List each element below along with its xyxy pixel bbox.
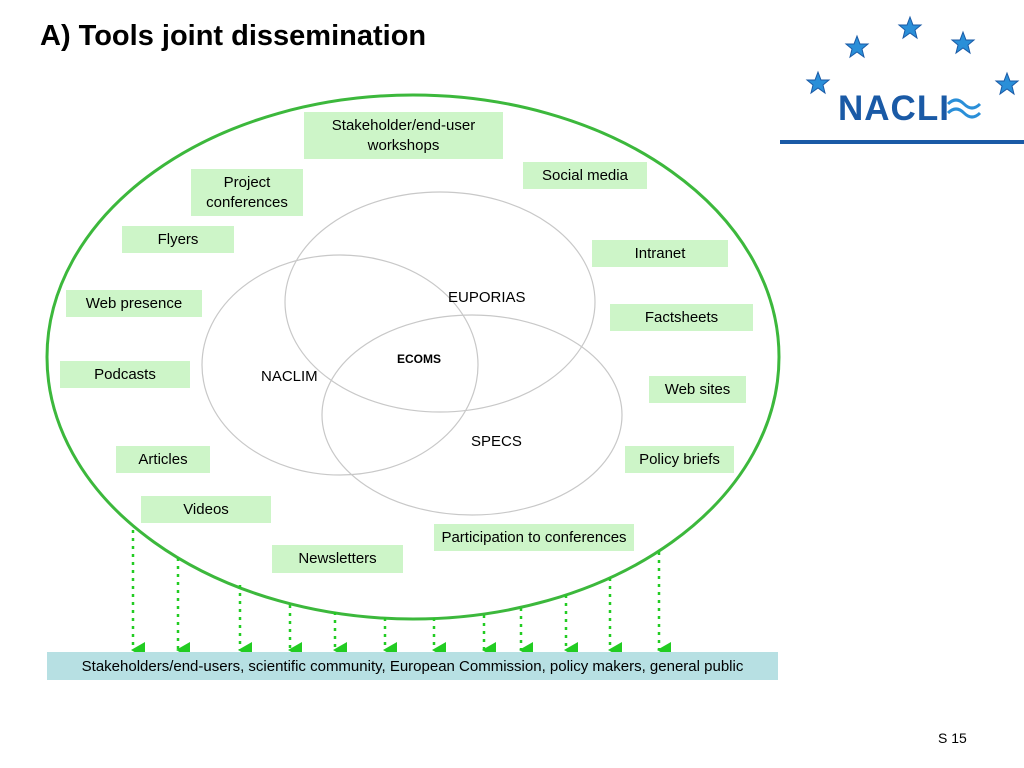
- tool-factsheets: Factsheets: [610, 304, 753, 331]
- tool-flyers: Flyers: [122, 226, 234, 253]
- tool-intranet: Intranet: [592, 240, 728, 267]
- nacliw-logo: [805, 15, 1020, 119]
- specs-label: SPECS: [471, 433, 522, 450]
- tool-articles: Articles: [116, 446, 210, 473]
- tool-podcasts: Podcasts: [60, 361, 190, 388]
- audience-bar: Stakeholders/end-users, scientific commu…: [47, 652, 778, 680]
- star-icon: [805, 70, 831, 95]
- specs-circle: [321, 314, 623, 516]
- logo-text: NACLI: [838, 89, 950, 128]
- page-title: A) Tools joint dissemination: [40, 20, 427, 52]
- tool-participation-conferences: Participation to conferences: [434, 524, 634, 551]
- euporias-circle: [284, 191, 596, 413]
- tool-project-conferences: Project conferences: [191, 169, 303, 216]
- star-icon: [994, 71, 1020, 96]
- tool-videos: Videos: [141, 496, 271, 523]
- outer-ellipse: [45, 93, 781, 621]
- page-number: S 15: [938, 730, 967, 746]
- star-icon: [897, 15, 923, 40]
- tool-social-media: Social media: [523, 162, 647, 189]
- logo-underline: [780, 140, 1024, 144]
- tool-policy-briefs: Policy briefs: [625, 446, 734, 473]
- naclim-circle: [201, 254, 479, 476]
- euporias-label: EUPORIAS: [448, 289, 526, 306]
- tool-stakeholder-workshops: Stakeholder/end-user workshops: [304, 112, 503, 159]
- star-icon: [844, 34, 870, 59]
- ecoms-label: ECOMS: [397, 352, 442, 366]
- naclim-label: NACLIM: [261, 368, 318, 385]
- wave-icon: [946, 98, 982, 119]
- tool-newsletters: Newsletters: [272, 545, 403, 573]
- tool-web-presence: Web presence: [66, 290, 202, 317]
- tool-web-sites: Web sites: [649, 376, 746, 403]
- star-icon: [950, 30, 976, 55]
